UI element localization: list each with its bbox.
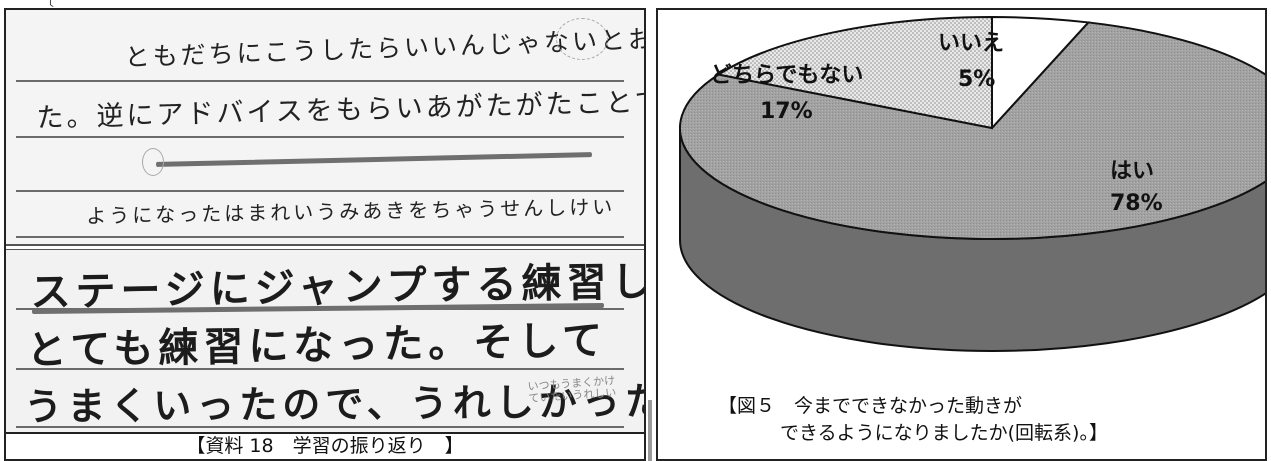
pie-label-slice-yes: はい	[1110, 159, 1154, 184]
pie-value-slice-no: 5%	[958, 67, 995, 92]
pie-slice-yes	[679, 21, 1265, 240]
reflection-panel: ともだちにこうしたらいいんじゃないとおしえてあげ た。逆にアドバイスをもらいあが…	[4, 8, 646, 461]
notebook-page-bottom: ステージにジャンプする練習したことか とても練習になった。そして うまくいったの…	[6, 250, 644, 432]
pie-label-slice-neither: どちらでもない	[710, 63, 863, 88]
handwriting-line-2: た。逆にアドバイスをもらいあがたがたことできる	[36, 84, 646, 134]
scribble-mark	[142, 148, 164, 176]
highlight-underline-1	[155, 152, 593, 167]
pie-slice-neither	[715, 15, 993, 130]
pie-chart: いいえ 5% はい 78% どちらでもない 17%	[679, 15, 1265, 352]
reflection-caption: 【資料 18 学習の振り返り 】	[6, 432, 644, 459]
separator-bar	[648, 400, 652, 461]
scribble-mark-2	[556, 18, 608, 60]
chart-caption-line-1: 【図５ 今までできなかった動きが	[718, 395, 1023, 417]
top-cropped-text: 〔	[40, 0, 54, 8]
notebook-page-top: ともだちにこうしたらいいんじゃないとおしえてあげ た。逆にアドバイスをもらいあが…	[6, 10, 644, 245]
pie-label-slice-no: いいえ	[938, 31, 1004, 56]
handwriting-line-3: ようになったはまれいうみあきをちゃうせんしけい	[86, 194, 616, 228]
chart-caption-line-2: できるようになりましたか(回転系)。】	[780, 422, 1108, 444]
chart-caption: 【図５ 今までできなかった動きが できるようになりましたか(回転系)。】	[718, 393, 1108, 447]
handwriting-line-5: とても練習になった。そして	[26, 316, 608, 374]
pie-value-slice-neither: 17%	[760, 99, 813, 124]
pie-chart-panel: いいえ 5% はい 78% どちらでもない 17% 【図５ 今までできなかった動きが でき…	[656, 8, 1267, 461]
pie-value-slice-yes: 78%	[1110, 191, 1163, 216]
